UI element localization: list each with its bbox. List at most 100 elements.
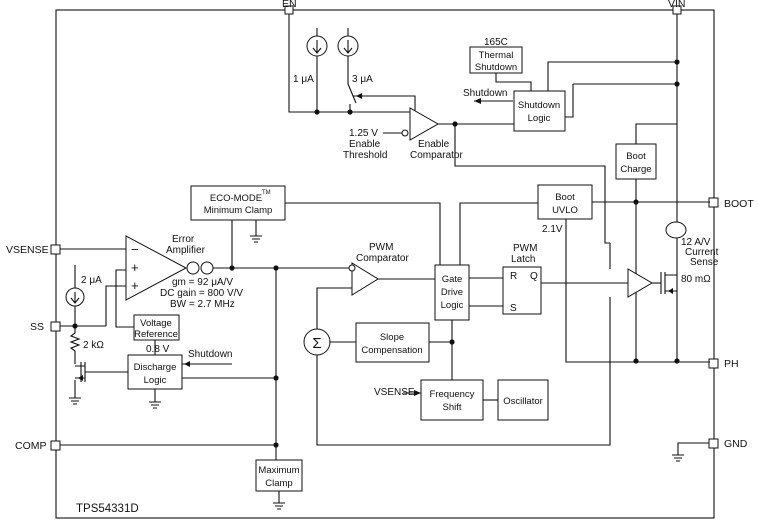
- svg-text:R: R: [510, 271, 517, 282]
- svg-text:2.1V: 2.1V: [542, 224, 563, 235]
- pin-comp-label: COMP: [15, 440, 47, 452]
- svg-text:Shutdown: Shutdown: [518, 100, 560, 111]
- svg-text:Slope: Slope: [380, 332, 404, 343]
- svg-text:Enable: Enable: [418, 139, 450, 150]
- current-sense-symbol: [665, 221, 687, 239]
- en-wire: [288, 14, 350, 113]
- svg-text:Boot: Boot: [555, 192, 575, 203]
- resistor-2k: [69, 326, 81, 360]
- pin-ph: PH: [708, 358, 739, 370]
- svg-text:+: +: [131, 260, 139, 275]
- boot-charge-block: [615, 143, 657, 180]
- svg-text:Boot: Boot: [626, 151, 646, 162]
- svg-text:Comparator: Comparator: [356, 253, 409, 264]
- svg-text:−: −: [131, 242, 139, 257]
- pin-vsense: VSENSE: [6, 244, 61, 256]
- high-side-mosfet: [660, 272, 677, 294]
- svg-text:Charge: Charge: [620, 164, 651, 175]
- svg-text:Thermal: Thermal: [479, 50, 514, 61]
- svg-text:12 A/V: 12 A/V: [681, 237, 711, 248]
- pin-vin-label: VIN: [668, 0, 686, 10]
- svg-text:Gate: Gate: [442, 274, 463, 285]
- frequency-shift-block: [420, 379, 484, 421]
- svg-text:Reference: Reference: [134, 329, 178, 340]
- boot-uvlo-block: [537, 184, 593, 220]
- svg-text:Frequency: Frequency: [430, 389, 475, 400]
- svg-text:Logic: Logic: [144, 375, 167, 386]
- svg-text:ECO-MODE: ECO-MODE: [210, 193, 262, 204]
- svg-text:Shutdown: Shutdown: [463, 88, 507, 99]
- svg-text:2 kΩ: 2 kΩ: [83, 340, 104, 351]
- svg-text:Error: Error: [172, 234, 195, 245]
- svg-text:S: S: [510, 303, 517, 314]
- svg-text:Threshold: Threshold: [343, 150, 387, 161]
- pin-gnd-label: GND: [724, 438, 748, 450]
- svg-text:Shift: Shift: [442, 402, 461, 413]
- pwm-latch-block: [502, 266, 542, 315]
- svg-text:Shutdown: Shutdown: [475, 62, 517, 73]
- svg-text:1.25 V: 1.25 V: [349, 128, 378, 139]
- svg-text:80 mΩ: 80 mΩ: [681, 274, 711, 285]
- svg-text:Minimum Clamp: Minimum Clamp: [204, 205, 273, 216]
- pin-en: EN: [282, 0, 297, 15]
- svg-text:Comparator: Comparator: [410, 150, 463, 161]
- svg-text:Clamp: Clamp: [265, 478, 292, 489]
- pin-ph-label: PH: [724, 358, 739, 370]
- pin-vin: VIN: [668, 0, 686, 15]
- gnd-symbol: [672, 442, 709, 462]
- svg-text:Current: Current: [685, 247, 719, 258]
- svg-text:Shutdown: Shutdown: [188, 349, 232, 360]
- pin-boot-label: BOOT: [724, 198, 754, 210]
- thermal-shutdown-block: [469, 46, 523, 74]
- svg-text:Drive: Drive: [441, 287, 463, 298]
- enable-comparator: [409, 107, 440, 141]
- eco-mode-block: [190, 185, 286, 221]
- svg-text:UVLO: UVLO: [552, 205, 578, 216]
- svg-text:TM: TM: [262, 190, 271, 196]
- svg-text:Logic: Logic: [528, 113, 551, 124]
- svg-text:PWM: PWM: [369, 242, 393, 253]
- svg-text:165C: 165C: [484, 37, 508, 48]
- svg-text:+: +: [131, 278, 139, 293]
- svg-text:2 μA: 2 μA: [81, 275, 102, 286]
- pwm-comparator: [351, 262, 379, 296]
- pin-boot: BOOT: [708, 197, 754, 210]
- svg-text:Logic: Logic: [441, 300, 464, 311]
- svg-text:Amplifier: Amplifier: [166, 245, 206, 256]
- label-1ua: 1 μA: [293, 74, 314, 85]
- svg-text:Maximum: Maximum: [258, 465, 299, 476]
- svg-text:Compensation: Compensation: [361, 345, 422, 356]
- chip-outline: [55, 9, 715, 519]
- error-amplifier: [125, 235, 188, 301]
- svg-text:Sense: Sense: [690, 257, 719, 268]
- svg-text:Discharge: Discharge: [134, 362, 177, 373]
- svg-text:DC gain = 800 V/V: DC gain = 800 V/V: [160, 288, 243, 299]
- pin-en-label: EN: [282, 0, 297, 10]
- svg-text:0.8 V: 0.8 V: [146, 344, 170, 355]
- pin-comp: COMP: [15, 440, 61, 452]
- svg-text:PWM: PWM: [513, 243, 537, 254]
- svg-text:BW = 2.7 MHz: BW = 2.7 MHz: [170, 299, 235, 310]
- discharge-mosfet: [75, 362, 128, 382]
- voltage-reference-block: [133, 314, 180, 341]
- svg-text:Voltage: Voltage: [140, 318, 172, 329]
- shutdown-logic-block: [513, 90, 566, 132]
- pin-ss: SS: [30, 321, 61, 333]
- svg-text:VSENSE: VSENSE: [374, 387, 415, 398]
- svg-text:Enable: Enable: [349, 139, 381, 150]
- gate-driver-buffer: [627, 268, 653, 298]
- svg-text:Oscillator: Oscillator: [503, 396, 543, 407]
- slope-compensation-block: [355, 322, 430, 363]
- label-3ua: 3 μA: [352, 74, 373, 85]
- svg-text:gm = 92 μA/V: gm = 92 μA/V: [172, 277, 233, 288]
- pin-vsense-label: VSENSE: [6, 244, 49, 256]
- pin-gnd: GND: [708, 438, 748, 450]
- pin-ss-label: SS: [30, 321, 44, 333]
- chip-name: TPS54331D: [76, 503, 139, 515]
- svg-text:Q: Q: [530, 271, 538, 282]
- svg-text:Σ: Σ: [312, 335, 321, 352]
- oscillator-block: [497, 379, 549, 421]
- svg-text:Latch: Latch: [511, 254, 535, 265]
- gate-drive-logic-block: [434, 264, 470, 321]
